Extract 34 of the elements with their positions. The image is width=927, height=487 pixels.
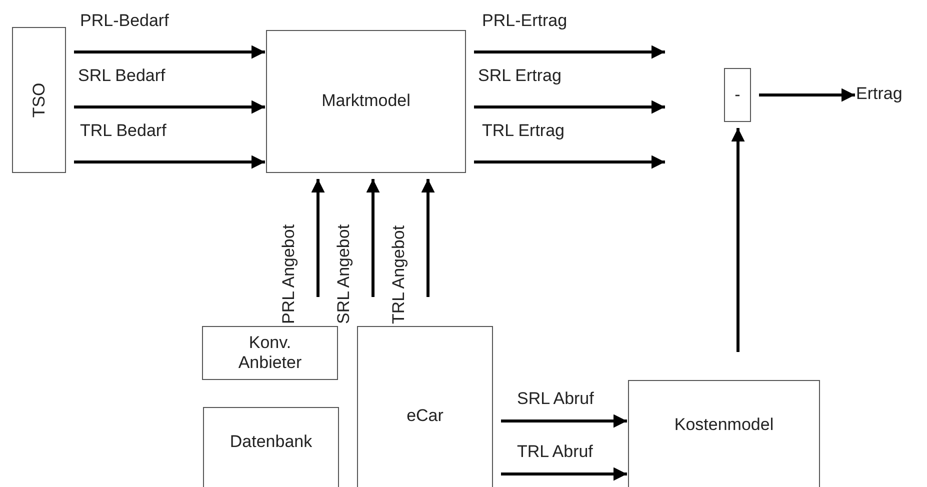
arrow [474, 45, 665, 59]
process-box [724, 68, 751, 122]
edge-label: SRL Angebot [335, 224, 354, 324]
edge-label: SRL Ertrag [478, 67, 562, 86]
arrow [731, 128, 745, 352]
edge-label: PRL Angebot [280, 224, 299, 324]
process-box [266, 30, 466, 173]
arrow [74, 155, 265, 169]
arrow [501, 414, 627, 428]
arrow [421, 179, 435, 297]
box-label: TSO [28, 82, 49, 118]
arrow [474, 155, 665, 169]
edge-label: TRL Ertrag [482, 122, 565, 141]
box-label: - [734, 84, 740, 106]
edge-label: PRL-Ertrag [482, 12, 568, 31]
arrow [474, 100, 665, 114]
arrow [501, 467, 627, 481]
output-label: Ertrag [856, 82, 920, 106]
arrow [366, 179, 380, 297]
box-label: Kostenmodel [674, 414, 774, 436]
box-label: Konv. Anbieter [237, 332, 303, 374]
arrow [311, 179, 325, 297]
process-box [203, 407, 339, 487]
process-box [628, 380, 820, 487]
process-box [202, 326, 338, 380]
box-label: Datenbank [230, 432, 312, 452]
arrow [74, 45, 265, 59]
arrow [759, 88, 855, 102]
box-label: Marktmodel [322, 91, 410, 112]
process-box [12, 27, 66, 173]
box-label: eCar [406, 406, 444, 426]
edge-label: TRL Angebot [390, 225, 409, 324]
arrow [74, 100, 265, 114]
process-box [357, 326, 493, 487]
